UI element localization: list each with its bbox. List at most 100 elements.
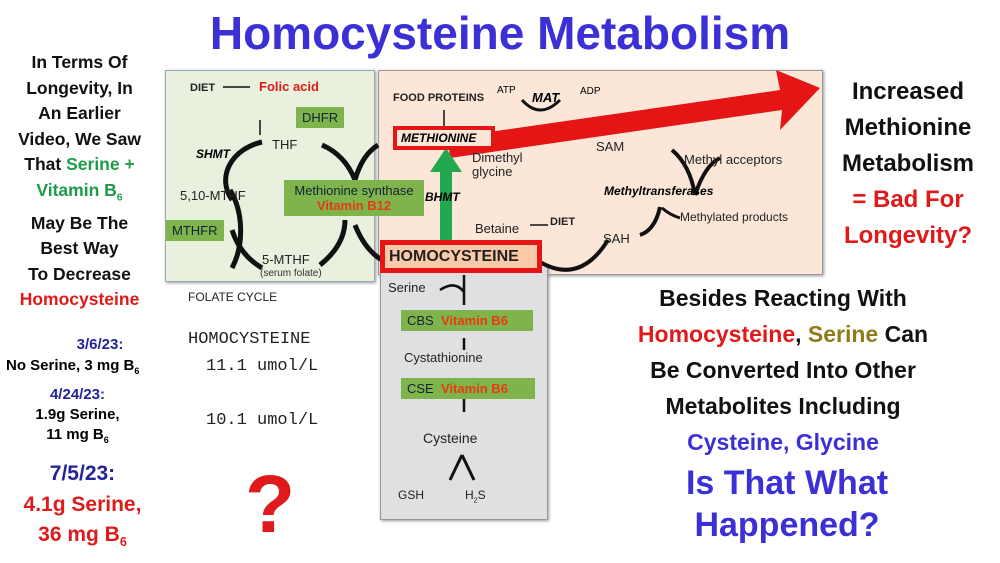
methyl-acceptors-label: Methyl acceptors — [684, 152, 783, 167]
subscript: 6 — [116, 191, 123, 203]
note-line: That — [24, 154, 67, 174]
vitamin-b6-label: Vitamin B6 — [440, 381, 508, 396]
gsh-label: GSH — [398, 488, 425, 502]
dimethyl-text: Dimethyl — [472, 150, 523, 165]
green-arrow-shaft — [440, 168, 452, 245]
line: Can — [878, 321, 929, 347]
mthf-510-label: 5,10-MTHF — [180, 188, 246, 203]
cse-label: CSE — [407, 381, 434, 396]
s: S — [477, 488, 486, 502]
vitamin-b6-label: Vitamin B6 — [440, 313, 508, 328]
results-header: HOMOCYSTEINE — [188, 330, 311, 349]
folate-cycle-label: FOLATE CYCLE — [188, 290, 278, 304]
cysteine-split-arrows — [448, 454, 476, 481]
date-2-desc: 1.9g Serine,11 mg B6 — [0, 405, 155, 450]
mthfr-box: MTHFR — [166, 220, 224, 241]
left-note: In Terms Of Longevity, In An Earlier Vid… — [2, 50, 157, 313]
note-line: An Earlier — [38, 103, 121, 123]
right-top-text: Increased Methionine Metabolism = Bad Fo… — [818, 74, 998, 254]
cystathionine-label: Cystathionine — [404, 350, 483, 365]
subscript: 6 — [134, 366, 140, 376]
subscript: 2 — [473, 495, 478, 505]
line: Methionine — [844, 114, 972, 141]
homocysteine-box: HOMOCYSTEINE — [380, 240, 542, 273]
h2s-label: H2S — [465, 488, 486, 504]
h: H — [465, 488, 474, 502]
line: Is That What — [685, 464, 889, 502]
methionine-synthase-label: Methionine synthase — [294, 183, 414, 198]
line: Besides Reacting With — [659, 285, 907, 311]
green-arrow-head — [430, 148, 462, 172]
methylated-arrow — [661, 206, 681, 220]
shmt-label: SHMT — [196, 147, 230, 161]
date-1-desc: No Serine, 3 mg B6 — [6, 357, 139, 376]
cycle-arrow — [352, 142, 380, 181]
cbs-box: CBS Vitamin B6 — [401, 310, 533, 331]
date-1: 3/6/23: — [76, 336, 124, 353]
slide-title: Homocysteine Metabolism — [209, 7, 791, 59]
cycle-arrow — [229, 229, 264, 271]
cysteine-label: Cysteine — [423, 430, 478, 446]
methylated-products-label: Methylated products — [680, 210, 789, 224]
sah-arrow — [639, 206, 662, 237]
cycle-arrow — [223, 139, 263, 202]
methionine-synthase-box: Methionine synthase Vitamin B12 — [284, 180, 424, 216]
cysteine-glycine-text: Cysteine, Glycine — [687, 429, 879, 455]
desc: No Serine, 3 mg B — [6, 357, 135, 374]
cbs-label: CBS — [407, 313, 434, 328]
desc: 1.9g Serine, — [35, 406, 120, 423]
date-2: 4/24/23: — [49, 386, 106, 403]
folate-cycle-panel — [165, 70, 375, 282]
methionine-box: METHIONINE — [393, 126, 495, 150]
question-mark: ? — [245, 459, 296, 550]
sah-hcy-arrow — [539, 238, 610, 272]
transsulfuration-arrows — [439, 275, 466, 412]
line: Metabolites Including — [665, 393, 901, 419]
subscript: 6 — [119, 535, 127, 550]
acceptor-arrow — [693, 156, 721, 196]
subscript: 6 — [103, 435, 109, 445]
note-serine: Serine + — [66, 154, 135, 174]
date-3: 7/5/23: — [49, 462, 116, 485]
thf-label: THF — [272, 137, 298, 152]
serine-label: Serine — [388, 280, 426, 295]
serine-text: Serine — [807, 321, 879, 347]
note-line: To Decrease — [28, 263, 131, 284]
adp-label: ADP — [580, 86, 601, 97]
line: , — [795, 321, 808, 347]
cycle-arrow — [320, 142, 358, 181]
diet-label: DIET — [190, 82, 216, 94]
line: Metabolism — [841, 150, 975, 177]
sam-label: SAM — [596, 139, 625, 154]
big-red-arrow — [448, 70, 820, 158]
methyltransferases-label: Methyltransferases — [604, 184, 714, 198]
date-3-desc: 4.1g Serine, 36 mg B6 — [0, 490, 165, 557]
cycle-arrow — [352, 224, 384, 263]
serum-folate-label: (serum folate) — [260, 268, 322, 279]
mat-arrow — [520, 98, 562, 112]
desc: 36 mg B — [38, 523, 120, 546]
note-line: Best Way — [40, 238, 119, 258]
date-1-value: 11.1 umol/L — [206, 357, 319, 376]
line: Longevity? — [843, 222, 972, 249]
bhmt-label: BHMT — [425, 190, 460, 204]
dhfr-box: DHFR — [296, 107, 345, 128]
date-2-value: 10.1 umol/L — [206, 411, 319, 430]
sah-label: SAH — [603, 231, 630, 246]
cycle-arrow — [318, 219, 348, 267]
question-text: Is That What Happened? — [612, 462, 962, 546]
atp-label: ATP — [497, 85, 516, 96]
diet-betaine-label: DIET — [550, 216, 576, 228]
line: = Bad For — [852, 186, 964, 213]
note-homocysteine: Homocysteine — [19, 289, 140, 309]
cse-box: CSE Vitamin B6 — [401, 378, 535, 399]
note-line: Longevity, In — [26, 77, 133, 98]
sam-arrow — [670, 148, 697, 196]
food-proteins-label: FOOD PROTEINS — [393, 92, 485, 104]
right-mid-text: Besides Reacting With Homocysteine, Seri… — [568, 280, 998, 460]
line: Happened? — [694, 506, 880, 544]
desc: 4.1g Serine, — [23, 493, 142, 516]
homocysteine-text: Homocysteine — [637, 321, 796, 347]
cycle-arrow — [227, 188, 244, 270]
